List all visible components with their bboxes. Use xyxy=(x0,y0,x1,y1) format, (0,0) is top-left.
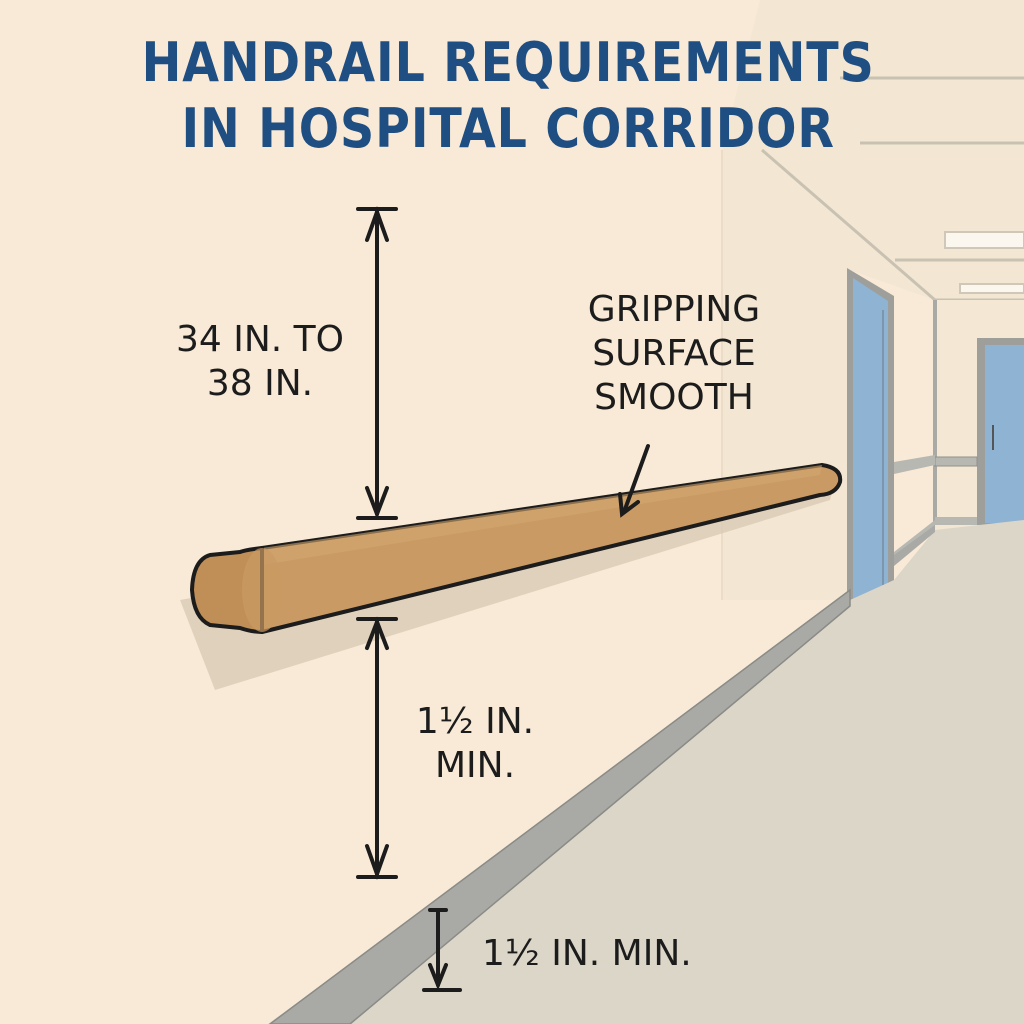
rail-height-label: 34 IN. TO 38 IN. xyxy=(162,318,358,406)
ceiling-lights-icon xyxy=(944,231,1024,294)
wall-clearance-label-line-2: MIN. xyxy=(434,745,516,786)
wall-clearance-label-line-1: 1½ IN. xyxy=(415,701,535,742)
base-clearance-dimension xyxy=(422,908,462,992)
far-wall xyxy=(933,300,1024,525)
handrail xyxy=(190,463,843,634)
rail-height-label-line-1: 34 IN. TO xyxy=(175,319,344,360)
page-title-line-1: HANDRAIL REQUIREMENTS xyxy=(141,31,875,94)
grip-pointer-arrow-icon xyxy=(618,444,650,518)
base-clearance-label: 1½ IN. MIN. xyxy=(482,933,692,974)
gripping-label-line-2: SURFACE xyxy=(592,333,756,374)
far-door xyxy=(985,345,1024,523)
gripping-surface-label: GRIPPING SURFACE SMOOTH xyxy=(560,288,788,420)
gripping-label-line-1: GRIPPING xyxy=(587,289,761,330)
wall-clearance-label: 1½ IN. MIN. xyxy=(395,700,555,788)
baseboard xyxy=(268,588,851,1024)
rail-height-label-line-2: 38 IN. xyxy=(206,363,314,404)
page-title-line-2: IN HOSPITAL CORRIDOR xyxy=(181,97,835,160)
gripping-label-line-3: SMOOTH xyxy=(594,377,754,418)
wall-clearance-dimension xyxy=(356,616,398,880)
rail-height-dimension xyxy=(356,206,398,520)
near-door xyxy=(847,268,935,612)
